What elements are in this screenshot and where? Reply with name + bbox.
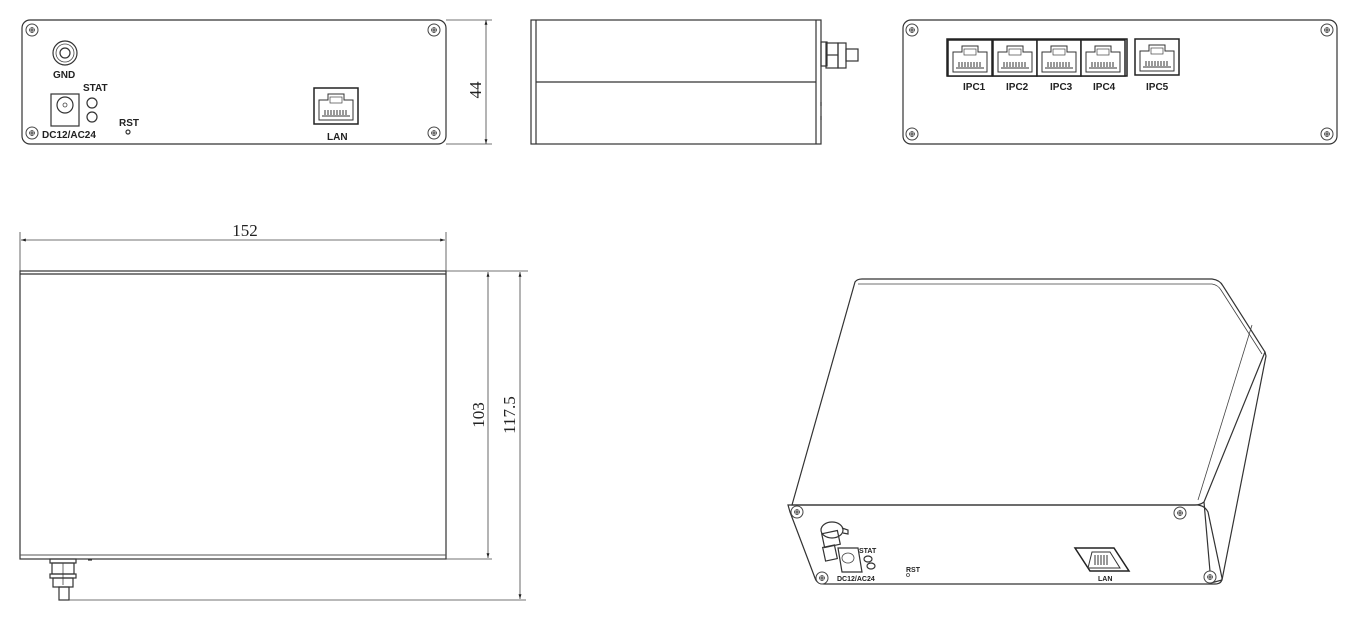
port-label: IPC5 [1146,82,1169,93]
front-view: GND STAT DC12/AC24 RST LAN 44 [21,19,492,145]
lan-label: LAN [1098,576,1112,583]
power-jack-icon [50,93,80,127]
rear-panel-outline [902,19,1338,145]
depth-dimension: 103 [469,402,488,428]
screw-icon [1173,506,1187,520]
isometric-view: STAT DC12/AC24 RST LAN [787,278,1267,585]
power-label: DC12/AC24 [837,576,875,583]
lan-port-icon [1073,547,1131,572]
gnd-stud-icon [49,558,77,601]
screw-icon [815,571,829,585]
lan-label: LAN [327,132,348,143]
ipc4-port-icon [1080,39,1126,77]
gnd-label: GND [53,70,75,81]
overall-depth-dimension: 117.5 [500,396,519,434]
power-label: DC12/AC24 [42,130,96,141]
power-jack-icon [837,547,863,573]
reset-button-icon [906,573,910,577]
reset-label: RST [119,118,139,129]
iso-top-face [791,278,1266,506]
status-led-icon [863,555,873,563]
reset-label: RST [906,567,921,574]
front-panel-outline [21,19,447,145]
gnd-stud-icon [820,41,859,69]
port-label: IPC1 [963,82,986,93]
status-led-icon [866,562,876,570]
port-label: IPC4 [1093,82,1116,93]
screw-icon [1203,570,1217,584]
screw-icon [1320,23,1334,37]
screw-icon [905,23,919,37]
height-dimension: 44 [466,81,485,99]
width-dimension: 152 [232,221,258,240]
screw-icon [427,23,441,37]
status-led-icon [86,111,98,123]
stat-label: STAT [83,83,108,94]
gnd-stud-icon [820,521,849,562]
status-led-icon [86,97,98,109]
screw-icon [905,127,919,141]
iso-right-face [1203,351,1267,584]
ipc5-port-icon [1134,38,1180,76]
port-label: IPC3 [1050,82,1073,93]
screw-icon [1320,127,1334,141]
reset-button-icon [125,129,131,135]
ipc2-port-icon [992,39,1038,77]
side-view [530,19,859,145]
stat-label: STAT [859,548,877,555]
ipc1-port-icon [947,39,993,77]
port-label: IPC2 [1006,82,1029,93]
screw-icon [25,23,39,37]
rear-view: IPC1 IPC2 IPC3 IPC4 IPC5 [902,19,1338,145]
lan-port-icon [313,87,359,125]
ipc3-port-icon [1036,39,1082,77]
screw-icon [427,126,441,140]
screw-icon [25,126,39,140]
gnd-terminal-icon [52,40,78,66]
screw-icon [790,505,804,519]
top-body-outline [19,270,447,560]
side-panel-outline [530,19,822,145]
top-view: 152 103 117.5 [19,221,528,601]
